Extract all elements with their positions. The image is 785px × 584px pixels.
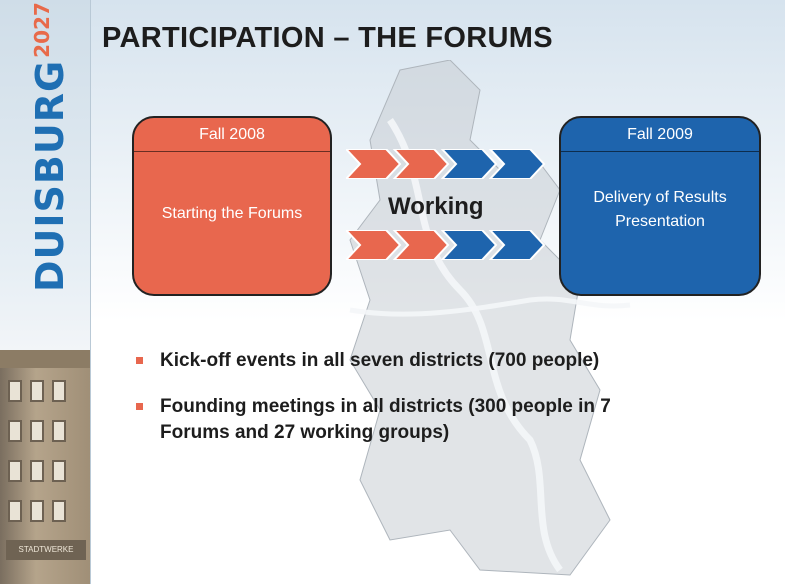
brand-year: 2027 — [30, 2, 54, 58]
city-map-watermark — [349, 60, 631, 576]
bullet-text-line: Forums and 27 working groups) — [160, 422, 450, 443]
building-window — [30, 500, 44, 522]
building-window — [30, 380, 44, 402]
stage-start-label: Starting the Forums — [161, 205, 303, 222]
bullet-marker — [136, 357, 143, 364]
working-label: Working — [388, 193, 484, 220]
slide-title: PARTICIPATION – THE FORUMS — [102, 22, 553, 54]
stage-delivery-label: Delivery of Results Presentation — [561, 152, 759, 234]
building-window — [8, 380, 22, 402]
brand-name: DUISBURG — [28, 59, 72, 292]
stage-delivery-label-line1: Delivery of Results — [593, 189, 727, 206]
chevron-arrow — [346, 149, 402, 179]
building-window — [30, 460, 44, 482]
chevron-arrow-row-bottom — [346, 230, 546, 260]
sidebar-banner: DUISBURG2027 STADTWERKE — [0, 0, 91, 584]
chevron-arrow — [392, 230, 450, 260]
chevron-arrow — [488, 149, 546, 179]
chevron-arrow — [440, 230, 498, 260]
building-window — [8, 500, 22, 522]
building-sign: STADTWERKE — [6, 540, 86, 560]
chevron-arrow — [440, 149, 498, 179]
building-photo: STADTWERKE — [0, 350, 90, 584]
building-window — [8, 420, 22, 442]
bullet-marker — [136, 403, 143, 410]
chevron-arrow-row-top — [346, 149, 546, 179]
building-roof — [0, 350, 90, 368]
bullet-list: Kick-off events in all seven districts (… — [136, 348, 736, 466]
stage-delivery-date: Fall 2009 — [561, 118, 759, 152]
stage-delivery-box: Fall 2009 Delivery of Results Presentati… — [559, 116, 761, 296]
bullet-text-line: Founding meetings in all districts (300 … — [160, 396, 611, 417]
stage-start-box: Fall 2008 Starting the Forums — [132, 116, 332, 296]
chevron-arrow — [346, 230, 402, 260]
building-window — [8, 460, 22, 482]
chevron-arrow — [488, 230, 546, 260]
bullet-item: Founding meetings in all districts (300 … — [136, 394, 736, 446]
building-window — [52, 420, 66, 442]
building-window — [30, 420, 44, 442]
stage-delivery-label-line2: Presentation — [615, 213, 705, 230]
brand-logo: DUISBURG2027 — [20, 2, 72, 292]
bullet-item: Kick-off events in all seven districts (… — [136, 348, 736, 374]
building-window — [52, 380, 66, 402]
bullet-text-line: Kick-off events in all seven districts (… — [160, 350, 600, 371]
building-window — [52, 460, 66, 482]
building-window — [52, 500, 66, 522]
stage-start-date: Fall 2008 — [134, 118, 330, 152]
chevron-arrow — [392, 149, 450, 179]
